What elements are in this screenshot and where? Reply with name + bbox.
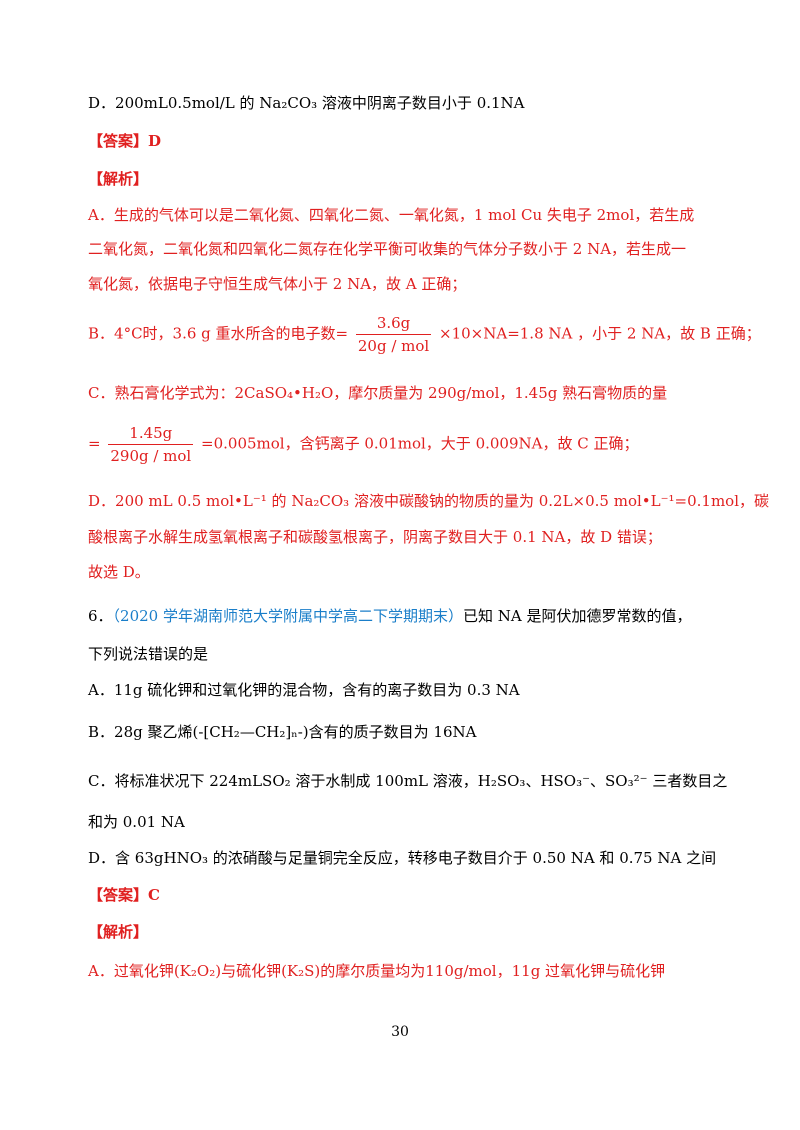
explanation-d-line-2: 酸根离子水解生成氢氧根离子和碳酸氢根离子，阴离子数目大于 0.1 NA，故 D … <box>88 528 662 546</box>
question-6-option-c-line-2: 和为 0.01 NA <box>88 813 185 831</box>
question-6-option-c-line-1: C．将标准状况下 224mLSO₂ 溶于水制成 100mL 溶液，H₂SO₃、H… <box>88 772 728 790</box>
question-source: （2020 学年湖南师范大学附属中学高二下学期期末） <box>112 607 463 625</box>
question-6-stem: 6．（2020 学年湖南师范大学附属中学高二下学期期末）已知 NA 是阿伏加德罗… <box>88 605 728 627</box>
fraction-heavy-water: 3.6g 20g / mol <box>355 312 432 357</box>
explanation-c-prefix: = <box>88 434 101 453</box>
explanation-b-prefix: B．4°C时，3.6 g 重水所含的电子数= <box>88 324 349 343</box>
question-6-option-a: A．11g 硫化钾和过氧化钾的混合物，含有的离子数目为 0.3 NA <box>88 681 520 699</box>
explanation-c-line-1: C．熟石膏化学式为：2CaSO₄•H₂O，摩尔质量为 290g/mol，1.45… <box>88 384 668 402</box>
explanation-c-line-2: = 1.45g 290g / mol =0.005mol，含钙离子 0.01mo… <box>88 422 728 467</box>
answer-label-2: 【答案】C <box>88 886 160 904</box>
explanation-a-line-3: 氧化氮，依据电子守恒生成气体小于 2 NA，故 A 正确； <box>88 275 467 293</box>
question-number: 6． <box>88 607 113 625</box>
fraction-denominator: 290g / mol <box>110 447 192 465</box>
fraction-numerator: 1.45g <box>108 422 194 445</box>
explanation-a-line-2: 二氧化氮，二氧化氮和四氧化二氮存在化学平衡可收集的气体分子数小于 2 NA，若生… <box>88 240 687 258</box>
explanation-a-line-1: A．生成的气体可以是二氧化氮、四氧化二氮、一氧化氮，1 mol Cu 失电子 2… <box>88 206 695 224</box>
explanation-d-line-3: 故选 D。 <box>88 563 150 581</box>
question-6-option-d: D．含 63gHNO₃ 的浓硝酸与足量铜完全反应，转移电子数目介于 0.50 N… <box>88 849 717 867</box>
option-d-text: D．200mL0.5mol/L 的 Na₂CO₃ 溶液中阴离子数目小于 0.1N… <box>88 94 525 112</box>
fraction-gypsum: 1.45g 290g / mol <box>108 422 194 467</box>
explanation-b-line: B．4°C时，3.6 g 重水所含的电子数= 3.6g 20g / mol ×1… <box>88 312 761 357</box>
explanation-2-line-a: A．过氧化钾(K₂O₂)与硫化钾(K₂S)的摩尔质量均为110g/mol，11g… <box>88 962 666 980</box>
explanation-label: 【解析】 <box>88 170 149 188</box>
fraction-numerator: 3.6g <box>355 312 432 335</box>
question-text: 已知 NA 是阿伏加德罗常数的值， <box>463 607 692 625</box>
answer-label: 【答案】D <box>88 132 162 150</box>
fraction-denominator: 20g / mol <box>357 337 430 355</box>
page-number: 30 <box>391 1024 409 1040</box>
explanation-d-line-1: D．200 mL 0.5 mol•L⁻¹ 的 Na₂CO₃ 溶液中碳酸钠的物质的… <box>88 492 770 510</box>
explanation-b-suffix: ×10×NA=1.8 NA ，小于 2 NA，故 B 正确； <box>439 324 761 343</box>
question-6-stem-line-2: 下列说法错误的是 <box>88 645 209 663</box>
question-6-option-b: B．28g 聚乙烯(-[CH₂—CH₂]ₙ-)含有的质子数目为 16NA <box>88 723 477 741</box>
explanation-label-2: 【解析】 <box>88 923 149 941</box>
explanation-c-suffix: =0.005mol，含钙离子 0.01mol，大于 0.009NA，故 C 正确… <box>201 434 639 453</box>
